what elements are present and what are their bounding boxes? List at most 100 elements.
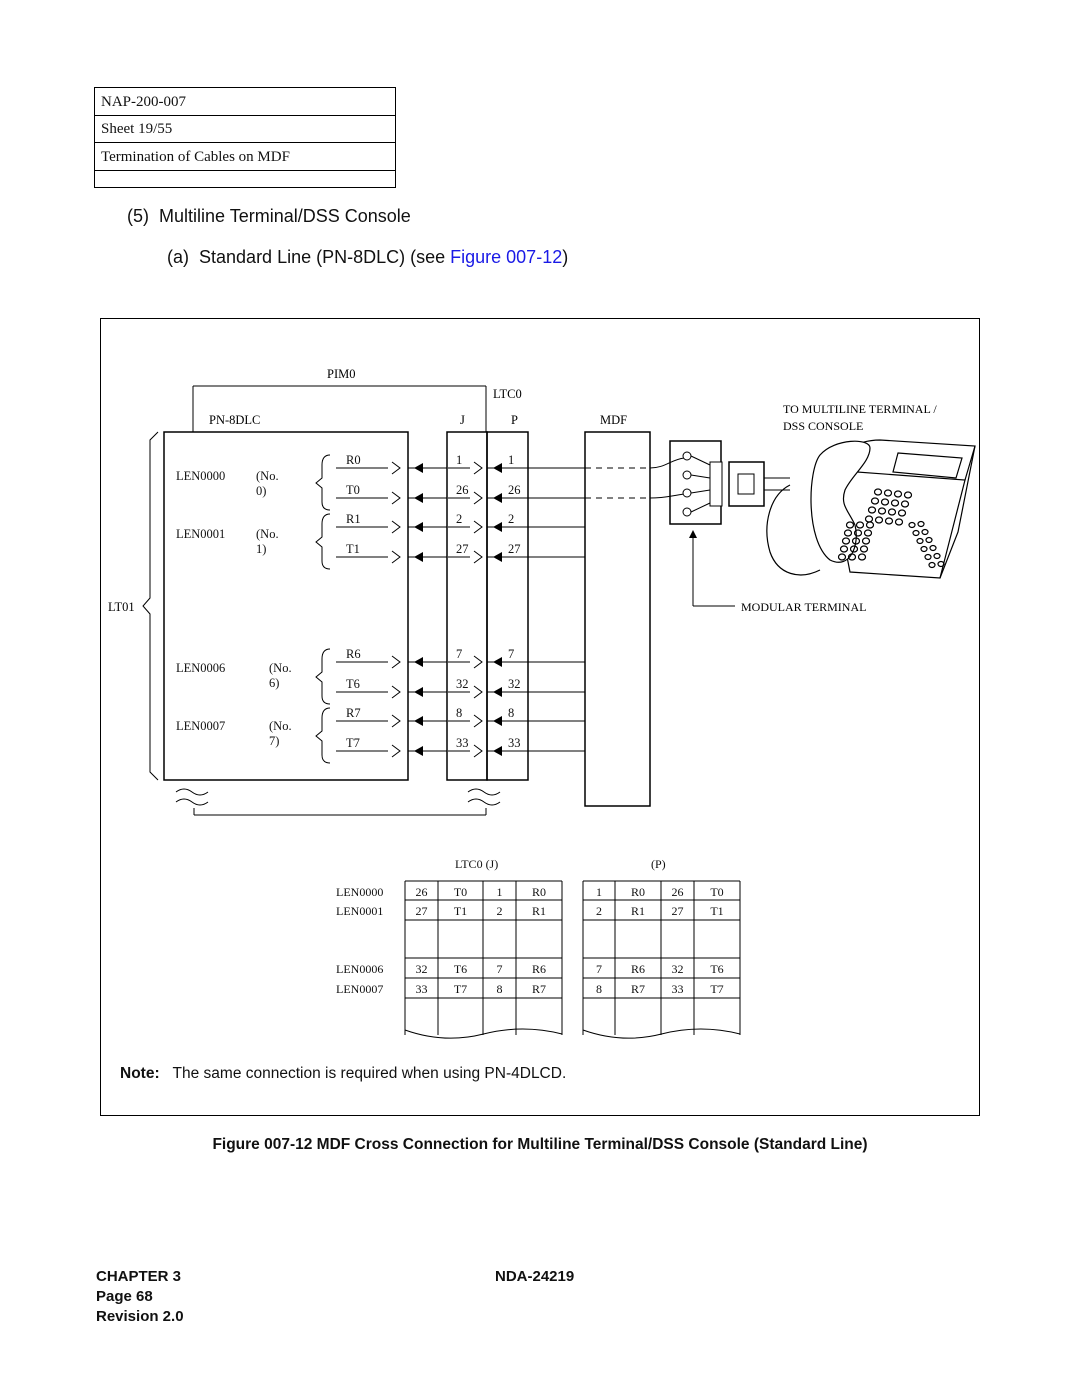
arrow-head (493, 522, 502, 532)
figure-link[interactable]: Figure 007-12 (450, 247, 563, 267)
j-pin: 26 (456, 483, 469, 497)
dss-key (912, 529, 920, 537)
card-label: PN-8DLC (209, 413, 260, 427)
keypad-key (859, 545, 869, 553)
p-pin: 26 (508, 483, 521, 497)
table-len-label: LEN0006 (336, 962, 384, 976)
lead-label: T6 (346, 677, 360, 691)
arrow-head (493, 687, 502, 697)
table-cell: R0 (531, 885, 546, 899)
telephone-illustration (766, 439, 976, 579)
pair-brace (315, 454, 331, 511)
table-cell: T7 (453, 982, 468, 996)
keypad-key (884, 517, 894, 525)
dss-key (929, 544, 937, 552)
len-label: LEN0000 (176, 469, 226, 483)
footer-doc-number: NDA-24219 (495, 1268, 575, 1285)
chevron (391, 520, 401, 534)
keypad-key (851, 537, 861, 545)
table-cell: R7 (531, 982, 546, 996)
table-len-label: LEN0001 (336, 904, 384, 918)
keypad-key (867, 506, 877, 514)
table-cell: 27 (415, 904, 428, 918)
p-pin: 32 (508, 677, 521, 691)
dss-key (921, 528, 929, 536)
chevron (473, 685, 483, 699)
subsection-text: Standard Line (PN-8DLC) (see (199, 247, 451, 267)
dss-key (908, 521, 916, 529)
keypad-key (890, 499, 900, 507)
no-label: (No. 6) (269, 661, 292, 690)
table-cell: R1 (630, 904, 645, 918)
chevron (391, 744, 401, 758)
lead-label: T0 (346, 483, 360, 497)
keypad-key (894, 518, 904, 526)
table-len-label: LEN0000 (336, 885, 384, 899)
keypad-key (887, 508, 897, 516)
arrow-head (414, 493, 423, 503)
no-label: (No. 1) (256, 527, 279, 556)
keypad-key (841, 537, 851, 545)
keypad-key (847, 553, 857, 561)
chevron (391, 685, 401, 699)
note-text: The same connection is required when usi… (172, 1065, 567, 1082)
subsection-heading: (a) Standard Line (PN-8DLC) (see Figure … (167, 247, 568, 268)
p-pin: 8 (508, 706, 515, 720)
arrow-head (493, 746, 502, 756)
dss-key (925, 536, 933, 544)
lead-label: T1 (346, 542, 360, 556)
p-pin: 1 (508, 453, 515, 467)
torn-edge (582, 1028, 741, 1039)
lead-label: R6 (346, 647, 361, 661)
table-cell: T6 (710, 962, 724, 976)
table-cell: 26 (415, 885, 428, 899)
table-cell: R1 (531, 904, 546, 918)
len-label: LEN0007 (176, 719, 226, 733)
table-cell: 2 (596, 904, 602, 918)
dss-key (928, 561, 936, 569)
chevron (473, 461, 483, 475)
table-cell: R7 (630, 982, 645, 996)
pn8dlc-card (163, 431, 409, 781)
keypad-key (900, 500, 910, 508)
keypad-key (873, 488, 883, 496)
dss-key (924, 553, 932, 561)
chevron (473, 520, 483, 534)
keypad-key (893, 490, 903, 498)
keypad-key (839, 545, 849, 553)
dss-key (917, 520, 925, 528)
table-cell: T1 (453, 904, 468, 918)
dss-key (937, 560, 945, 568)
keypad-key (855, 521, 865, 529)
mdf-block (584, 431, 651, 807)
doc-number: NAP-200-007 (95, 88, 395, 116)
ltc-p-column (486, 431, 529, 781)
keypad-key (845, 521, 855, 529)
arrow-head (414, 657, 423, 667)
arrow-head (493, 493, 502, 503)
no-label: (No. 0) (256, 469, 279, 498)
keypad-key (861, 537, 871, 545)
note: Note: The same connection is required wh… (120, 1065, 566, 1083)
col-p-label: P (511, 413, 518, 427)
j-pin: 7 (456, 647, 463, 661)
j-pin: 32 (456, 677, 469, 691)
table-cell: 7 (596, 962, 602, 976)
lead-label: T7 (346, 736, 360, 750)
doc-subject: Termination of Cables on MDF (95, 143, 395, 171)
table-cell: 32 (415, 962, 428, 976)
p-pin: 33 (508, 736, 521, 750)
table-cell: T0 (710, 885, 724, 899)
chevron (391, 714, 401, 728)
j-pin: 2 (456, 512, 463, 526)
keypad-key (870, 497, 880, 505)
subsection-close: ) (562, 247, 569, 267)
table-cell: 1 (496, 885, 503, 899)
dss-console-label: DSS CONSOLE (783, 419, 863, 433)
table-cell: T7 (710, 982, 724, 996)
arrow-head (414, 463, 423, 473)
table-cell: 26 (671, 885, 684, 899)
table-cell: 33 (415, 982, 428, 996)
table-cell: 2 (496, 904, 503, 918)
keypad-key (853, 529, 863, 537)
